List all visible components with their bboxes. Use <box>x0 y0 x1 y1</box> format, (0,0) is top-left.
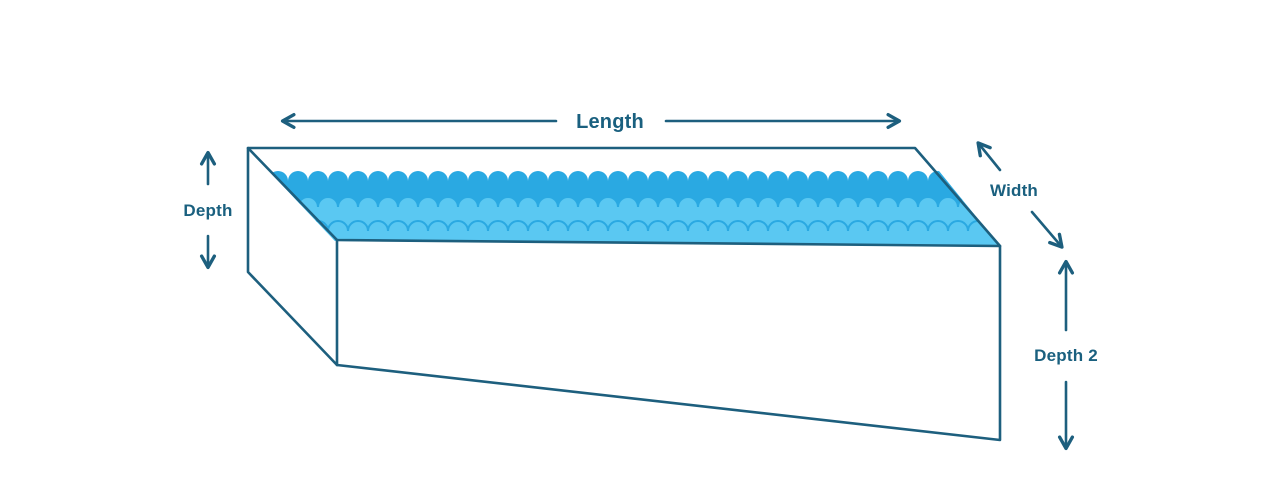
pool-sloped-bottom-outline <box>335 244 1002 442</box>
pool-water-surface <box>264 171 999 245</box>
length-label: Length <box>576 111 644 133</box>
width-label: Width <box>990 181 1038 200</box>
pool-outline <box>246 146 1002 442</box>
wave-row <box>264 196 999 245</box>
depth-label: Depth <box>183 201 232 220</box>
width-arrow-up <box>976 141 1002 172</box>
pool-left-face-outline <box>246 146 339 367</box>
depth2-label: Depth 2 <box>1034 346 1098 365</box>
dimension-arrows <box>199 112 1075 451</box>
width-arrow-down <box>1030 210 1064 249</box>
wave-row <box>264 220 999 245</box>
